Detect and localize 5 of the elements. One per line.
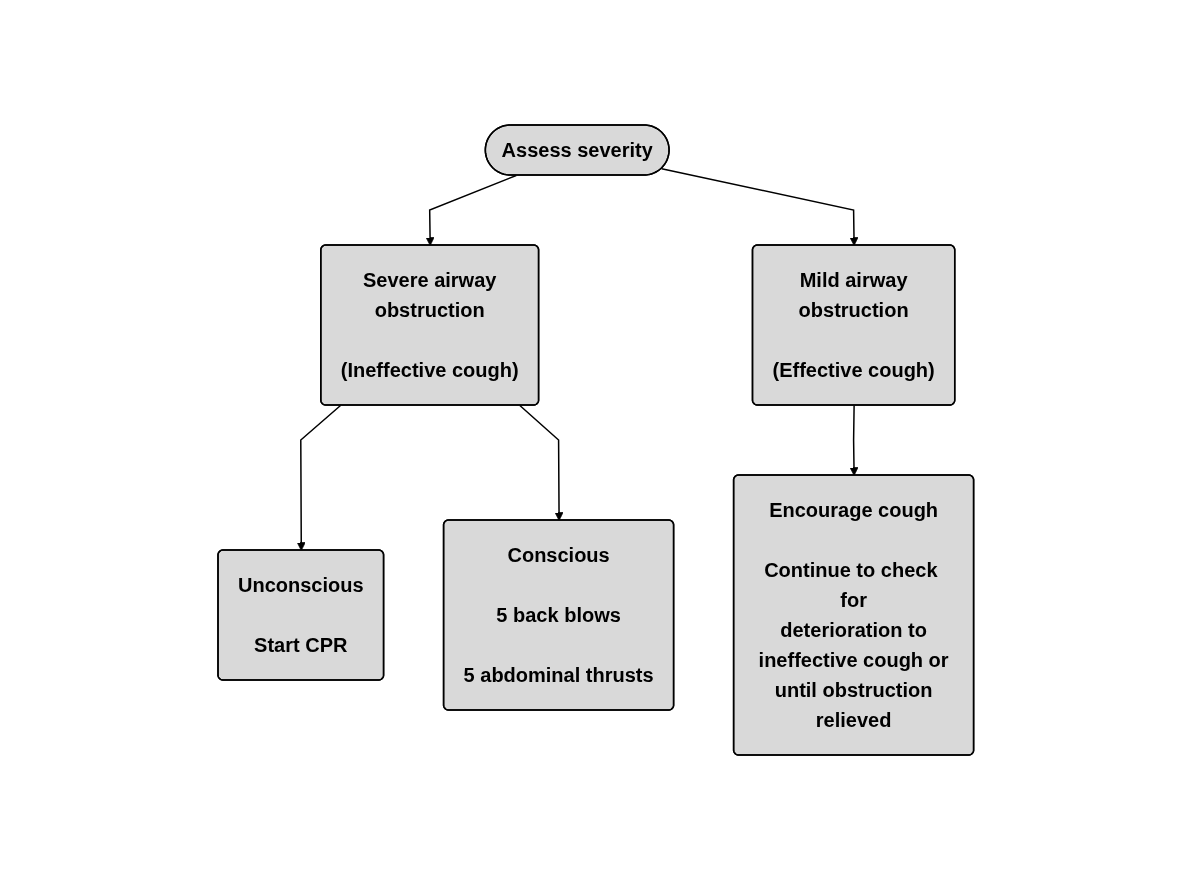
arrow [849,404,859,476]
arrow [425,174,518,246]
arrow [661,167,859,246]
arrow [519,404,564,521]
arrow [297,404,342,551]
